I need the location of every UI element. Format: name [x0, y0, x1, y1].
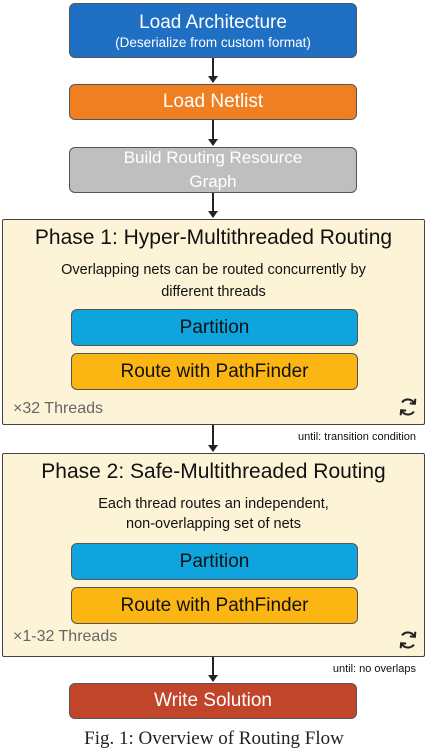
arrow-4 — [208, 425, 218, 452]
write-solution-label: Write Solution — [154, 690, 272, 711]
phase1-container: Phase 1: Hyper-Multithreaded Routing Ove… — [2, 219, 425, 425]
phase2-partition-label: Partition — [179, 550, 250, 572]
build-rrg-label-line1: Build Routing Resource — [123, 148, 303, 167]
build-rrg-node: Build Routing Resource Graph — [69, 147, 357, 193]
phase1-title: Phase 1: Hyper-Multithreaded Routing — [34, 226, 393, 249]
phase2-partition-node: Partition — [71, 543, 358, 580]
load-architecture-sublabel: (Deserialize from custom format) — [115, 34, 311, 50]
load-architecture-label: Load Architecture — [139, 11, 287, 33]
phase1-partition-node: Partition — [71, 309, 358, 346]
arrow-5 — [208, 657, 218, 682]
phase1-route-node: Route with PathFinder — [71, 353, 358, 390]
load-architecture-node: Load Architecture (Deserialize from cust… — [69, 3, 357, 58]
phase1-route-label: Route with PathFinder — [120, 360, 309, 382]
build-rrg-label-line2: Graph — [189, 172, 237, 191]
arrow-2 — [208, 120, 218, 146]
phase2-desc-line2: non-overlapping set of nets — [126, 516, 301, 532]
phase2-route-label: Route with PathFinder — [120, 594, 309, 616]
phase1-threads: ×32 Threads — [13, 400, 103, 417]
phase2-container: Phase 2: Safe-Multithreaded Routing Each… — [2, 453, 425, 657]
refresh-icon — [399, 631, 417, 649]
phase2-until-label: until: no overlaps — [332, 663, 416, 675]
arrow-1 — [208, 58, 218, 83]
phase1-desc-line2: different threads — [161, 284, 266, 300]
phase2-route-node: Route with PathFinder — [71, 587, 358, 624]
phase1-partition-label: Partition — [179, 316, 250, 338]
write-solution-node: Write Solution — [69, 683, 357, 719]
arrow-3 — [208, 193, 218, 218]
phase1-until-label: until: transition condition — [297, 431, 416, 443]
figure-caption: Fig. 1: Overview of Routing Flow — [84, 728, 344, 749]
load-netlist-node: Load Netlist — [69, 84, 357, 120]
refresh-icon — [399, 398, 417, 416]
phase2-threads: ×1-32 Threads — [13, 628, 118, 645]
phase2-title: Phase 2: Safe-Multithreaded Routing — [41, 460, 386, 483]
load-netlist-label: Load Netlist — [162, 91, 264, 112]
phase2-desc-line1: Each thread routes an independent, — [98, 496, 329, 512]
phase1-desc-line1: Overlapping nets can be routed concurren… — [61, 262, 366, 278]
